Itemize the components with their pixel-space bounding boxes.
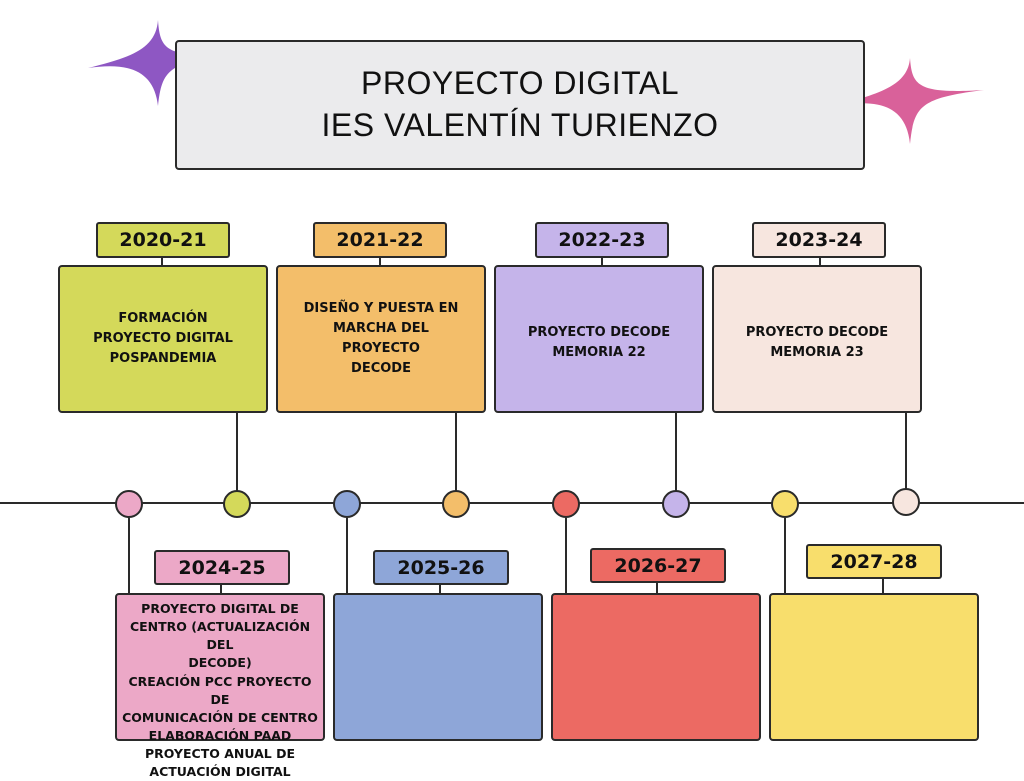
card-text: MARCHA DEL [333,320,429,336]
timeline-dot-yellow [771,490,799,518]
card-text: PROYECTO ANUAL DE [144,746,296,761]
card-text: COMUNICACIÓN DE CENTRO [122,709,318,725]
year-label-2021-22: 2021-22 [313,222,447,258]
connector [379,258,381,266]
card-text: PROYECTO DECODE [527,325,671,340]
card-text: PROYECTO DIGITAL [93,330,233,346]
timeline-dot-lavender [662,490,690,518]
card-text: DECODE) [188,655,252,671]
connector [601,258,603,266]
connector [656,583,658,594]
card-text: ACTUACIÓN DIGITAL [149,764,291,780]
year-label-2025-26: 2025-26 [373,550,509,585]
card-text: PROYECTO DIGITAL DE [141,601,299,616]
year-label-2022-23: 2022-23 [535,222,669,258]
year-label-2026-27: 2026-27 [590,548,726,583]
timeline-line [0,502,1024,504]
connector [675,413,677,491]
sparkle-star-icon [834,58,984,144]
connector [455,413,457,491]
timeline-dot-red [552,490,580,518]
card-text: DECODE [351,361,411,377]
card-2027-28 [769,593,979,741]
year-label-2024-25: 2024-25 [154,550,290,585]
timeline-dot-orange [442,490,470,518]
connector [882,579,884,594]
connector [819,258,821,266]
timeline-dot-blue [333,490,361,518]
connector [220,585,222,594]
title-box: PROYECTO DIGITAL IES VALENTÍN TURIENZO [175,40,865,170]
card-text: ELABORACIÓN PAAD [148,727,292,743]
card-text: PROYECTO DECODE [745,325,889,340]
title-line-1: PROYECTO DIGITAL [361,65,679,102]
card-text: MEMORIA 23 [770,345,864,361]
connector [161,258,163,266]
connector [439,585,441,594]
connector [128,518,130,594]
connector [905,413,907,489]
card-text: CENTRO (ACTUALIZACIÓN DEL [129,619,311,653]
timeline-dot-pink [115,490,143,518]
year-label-2027-28: 2027-28 [806,544,942,579]
year-label-2020-21: 2020-21 [96,222,230,258]
timeline-dot-cream [892,488,920,516]
card-text: FORMACIÓN [118,310,208,326]
card-2020-21: FORMACIÓN PROYECTO DIGITAL POSPANDEMIA [58,265,268,413]
connector [346,518,348,594]
card-2022-23: PROYECTO DECODE MEMORIA 22 [494,265,704,413]
card-text: MEMORIA 22 [552,345,646,361]
connector [784,518,786,594]
connector [236,413,238,491]
card-2025-26 [333,593,543,741]
card-2024-25: PROYECTO DIGITAL DE CENTRO (ACTUALIZACIÓ… [115,593,325,779]
card-text: CREACIÓN PCC PROYECTO DE [128,673,312,707]
title-line-2: IES VALENTÍN TURIENZO [321,107,719,143]
connector [565,518,567,594]
card-2023-24: PROYECTO DECODE MEMORIA 23 [712,265,922,413]
year-label-2023-24: 2023-24 [752,222,886,258]
sparkle-star-icon [88,20,234,106]
card-text: DISEÑO Y PUESTA EN [303,300,459,316]
card-2021-22: DISEÑO Y PUESTA EN MARCHA DEL PROYECTO D… [276,265,486,413]
card-text: POSPANDEMIA [109,351,217,367]
card-2026-27 [551,593,761,741]
card-text: PROYECTO [342,341,420,356]
timeline-dot-green [223,490,251,518]
